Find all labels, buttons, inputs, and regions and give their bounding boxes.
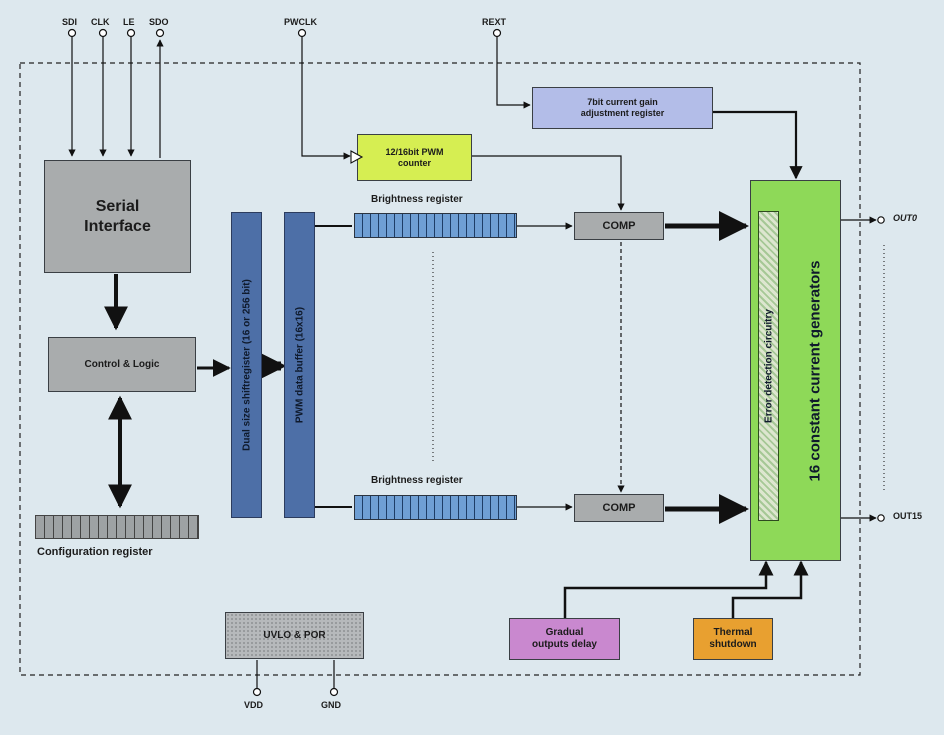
pin-clk-label: CLK <box>91 17 110 27</box>
error-detection-label: Error detection circuitry <box>763 309 774 423</box>
pin-sdi-label: SDI <box>62 17 78 27</box>
pin-out0-label: OUT0 <box>893 213 918 223</box>
gradual-delay-block: Gradual outputs delay <box>509 618 620 660</box>
gain-to-generators-line <box>713 110 803 180</box>
serial-interface-block: Serial Interface <box>44 160 191 273</box>
uvlo-por-block: UVLO & POR <box>225 612 364 659</box>
out0-line <box>840 216 885 224</box>
pin-le-label: LE <box>123 17 135 27</box>
brightness-register-bottom-label: Brightness register <box>371 475 463 486</box>
pin-rext-label: REXT <box>482 17 507 27</box>
delay-to-generators-line <box>563 560 774 618</box>
pin-sdo-label: SDO <box>149 17 169 27</box>
thermal-to-generators-line <box>731 560 809 618</box>
shift-register-label: Dual size shiftregister (16 or 256 bit) <box>241 279 252 451</box>
pin-pwclk-label: PWCLK <box>284 17 317 27</box>
pwm-counter-block: 12/16bit PWM counter <box>357 134 472 181</box>
error-detection-block: Error detection circuitry <box>758 211 779 521</box>
pwclk-line <box>297 28 351 160</box>
shift-register-block: Dual size shiftregister (16 or 256 bit) <box>231 212 262 518</box>
pin-le-line <box>126 28 136 157</box>
gain-register-block: 7bit current gain adjustment register <box>532 87 713 129</box>
clock-input-icon <box>350 150 364 164</box>
brightness-register-bottom <box>354 495 517 520</box>
comp-bottom-block: COMP <box>574 494 664 522</box>
counter-to-comp-line <box>472 155 625 211</box>
brightness-register-top-label: Brightness register <box>371 194 463 205</box>
pwm-buffer-label: PWM data buffer (16x16) <box>294 306 305 424</box>
pwm-buffer-block: PWM data buffer (16x16) <box>284 212 315 518</box>
constant-current-label: 16 constant current generators <box>806 260 824 481</box>
gnd-line <box>329 660 339 697</box>
pin-out15-label: OUT15 <box>893 511 923 521</box>
constant-current-generators-block: Error detection circuitry 16 constant cu… <box>750 180 841 561</box>
comp-top-block: COMP <box>574 212 664 240</box>
pin-sdo-line <box>155 28 165 158</box>
control-logic-block: Control & Logic <box>48 337 196 392</box>
vdd-line <box>252 660 262 697</box>
rext-line <box>492 28 531 109</box>
thermal-shutdown-block: Thermal shutdown <box>693 618 773 660</box>
pin-gnd-label: GND <box>321 700 341 710</box>
pin-vdd-label: VDD <box>244 700 264 710</box>
configuration-register-label: Configuration register <box>37 546 153 558</box>
brightness-register-top <box>354 213 517 238</box>
pin-sdi-line <box>67 28 77 157</box>
configuration-register-block <box>35 515 199 539</box>
pin-clk-line <box>98 28 108 157</box>
chip-boundary <box>19 62 861 676</box>
out15-line <box>840 514 885 522</box>
